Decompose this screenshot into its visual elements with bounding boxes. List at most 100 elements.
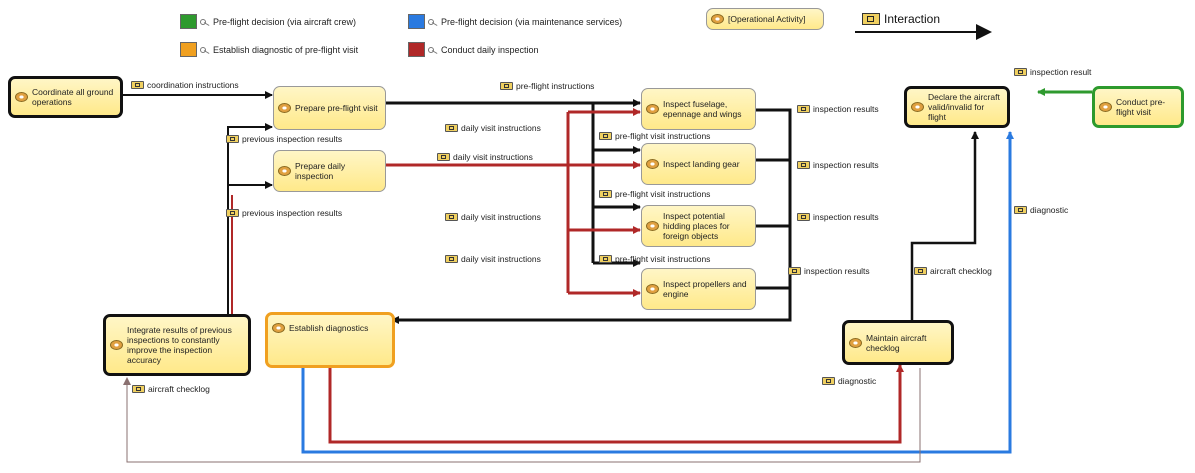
legend-item-diagnostic: Establish diagnostic of pre-flight visit <box>180 42 358 57</box>
flow-label-preflight-visit-1: pre-flight visit instructions <box>599 131 710 141</box>
flow-text: daily visit instructions <box>461 254 541 264</box>
exchange-icon <box>132 385 145 393</box>
flow-text: inspection results <box>804 266 870 276</box>
activity-conduct-preflight[interactable]: Conduct pre-flight visit <box>1092 86 1184 128</box>
flow-label-results-1: inspection results <box>797 104 879 114</box>
exchange-icon <box>914 267 927 275</box>
flow-label-preflight-visit-3: pre-flight visit instructions <box>599 254 710 264</box>
wire-diagnostic-bottom <box>328 364 904 444</box>
legend-swatch-blue <box>408 14 425 29</box>
legend-item-maintenance: Pre-flight decision (via maintenance ser… <box>408 14 622 29</box>
exchange-icon <box>797 213 810 221</box>
flow-label-checklog-bottom: aircraft checklog <box>132 384 210 394</box>
flow-text: diagnostic <box>1030 205 1069 215</box>
flow-label-preflight-visit-2: pre-flight visit instructions <box>599 189 710 199</box>
activity-label: Establish diagnostics <box>289 323 369 333</box>
activity-inspect-propellers[interactable]: Inspect propellers and engine <box>641 268 756 310</box>
activity-prepare-daily[interactable]: Prepare daily inspection <box>273 150 386 192</box>
exchange-icon <box>226 209 239 217</box>
operational-activity-icon <box>110 340 123 350</box>
operational-activity-icon <box>15 92 28 102</box>
exchange-icon <box>445 255 458 263</box>
activity-establish[interactable]: Establish diagnostics <box>265 312 395 368</box>
flow-text: previous inspection results <box>242 134 343 144</box>
activity-prepare-preflight[interactable]: Prepare pre-flight visit <box>273 86 386 130</box>
flow-label-preflight-top: pre-flight instructions <box>500 81 594 91</box>
legend-swatch-red <box>408 42 425 57</box>
operational-activity-icon <box>646 284 659 294</box>
flow-label-diagnostic-right: diagnostic <box>1014 205 1068 215</box>
activity-label: Coordinate all ground operations <box>32 87 114 107</box>
flow-label-results-4: inspection results <box>788 266 870 276</box>
activity-label: Declare the aircraft valid/invalid for f… <box>928 92 1000 122</box>
legend-swatch-green <box>180 14 197 29</box>
activity-inspect-potential[interactable]: Inspect potential hidding places for for… <box>641 205 756 247</box>
operational-activity-icon <box>278 103 291 113</box>
wire-diagnostic-blue <box>301 131 1014 454</box>
activity-label: Inspect landing gear <box>663 159 740 169</box>
operational-activity-icon <box>1099 102 1112 112</box>
flow-label-prev-results-1: previous inspection results <box>226 134 342 144</box>
activity-maintain[interactable]: Maintain aircraft checklog <box>842 320 954 365</box>
flow-text: daily visit instructions <box>461 212 541 222</box>
exchange-icon <box>599 190 612 198</box>
legend-label: Conduct daily inspection <box>441 44 539 55</box>
legend-oa-label: [Operational Activity] <box>728 14 806 24</box>
flow-label-daily-3: daily visit instructions <box>445 212 541 222</box>
flow-label-coordination: coordination instructions <box>131 80 239 90</box>
flow-text: inspection results <box>813 160 879 170</box>
flow-label-results-2: inspection results <box>797 160 879 170</box>
flow-text: pre-flight visit instructions <box>615 189 711 199</box>
exchange-icon <box>226 135 239 143</box>
exchange-icon <box>599 255 612 263</box>
flow-label-checklog-right: aircraft checklog <box>914 266 992 276</box>
legend-label: Pre-flight decision (via aircraft crew) <box>213 16 357 27</box>
flow-label-results-3: inspection results <box>797 212 879 222</box>
flow-text: previous inspection results <box>242 208 343 218</box>
legend-item-crew: Pre-flight decision (via aircraft crew) <box>180 14 356 29</box>
wire-aircraft-checklog-gray <box>123 368 921 463</box>
flow-text: daily visit instructions <box>461 123 541 133</box>
exchange-icon <box>797 105 810 113</box>
legend-swatch-orange <box>180 42 197 57</box>
legend-label: Pre-flight decision (via maintenance ser… <box>441 16 623 27</box>
exchange-icon <box>1014 68 1027 76</box>
legend-item-daily: Conduct daily inspection <box>408 42 539 57</box>
activity-label: Maintain aircraft checklog <box>866 332 927 353</box>
activity-declare[interactable]: Declare the aircraft valid/invalid for f… <box>904 86 1010 128</box>
activity-inspect-fuselage[interactable]: Inspect fuselage, epennage and wings <box>641 88 756 130</box>
activity-coordinate[interactable]: Coordinate all ground operations <box>8 76 123 118</box>
wire-prev-results-preflight <box>227 123 273 318</box>
operational-activity-icon <box>849 337 862 348</box>
activity-label: Inspect propellers and engine <box>663 279 747 299</box>
flow-text: inspection results <box>813 212 879 222</box>
operational-activity-icon <box>911 102 924 112</box>
activity-integrate[interactable]: Integrate results of previous inspection… <box>103 314 251 376</box>
wire-results-bus <box>391 108 792 324</box>
activity-label: Conduct pre-flight visit <box>1116 97 1166 117</box>
flow-label-daily-4: daily visit instructions <box>445 254 541 264</box>
flow-label-diagnostic-bottom: diagnostic <box>822 376 876 386</box>
exchange-icon <box>822 377 835 385</box>
legend-interaction: Interaction <box>862 12 940 26</box>
exchange-icon <box>445 213 458 221</box>
flow-text: pre-flight instructions <box>516 81 595 91</box>
flow-text: diagnostic <box>838 376 877 386</box>
exchange-icon <box>131 81 144 89</box>
flow-text: aircraft checklog <box>148 384 210 394</box>
operational-activity-icon <box>646 104 659 114</box>
flow-text: aircraft checklog <box>930 266 992 276</box>
activity-inspect-landing[interactable]: Inspect landing gear <box>641 143 756 185</box>
wire-aircraft-checklog <box>910 131 979 320</box>
legend-operational-activity: [Operational Activity] <box>706 8 824 30</box>
exchange-icon <box>500 82 513 90</box>
flow-text: inspection results <box>813 104 879 114</box>
flow-text: pre-flight visit instructions <box>615 254 711 264</box>
operational-activity-icon <box>272 323 285 333</box>
flow-label-result-top: inspection result <box>1014 67 1091 77</box>
link-icon <box>200 46 210 54</box>
operational-activity-icon <box>711 14 724 24</box>
exchange-icon <box>788 267 801 275</box>
